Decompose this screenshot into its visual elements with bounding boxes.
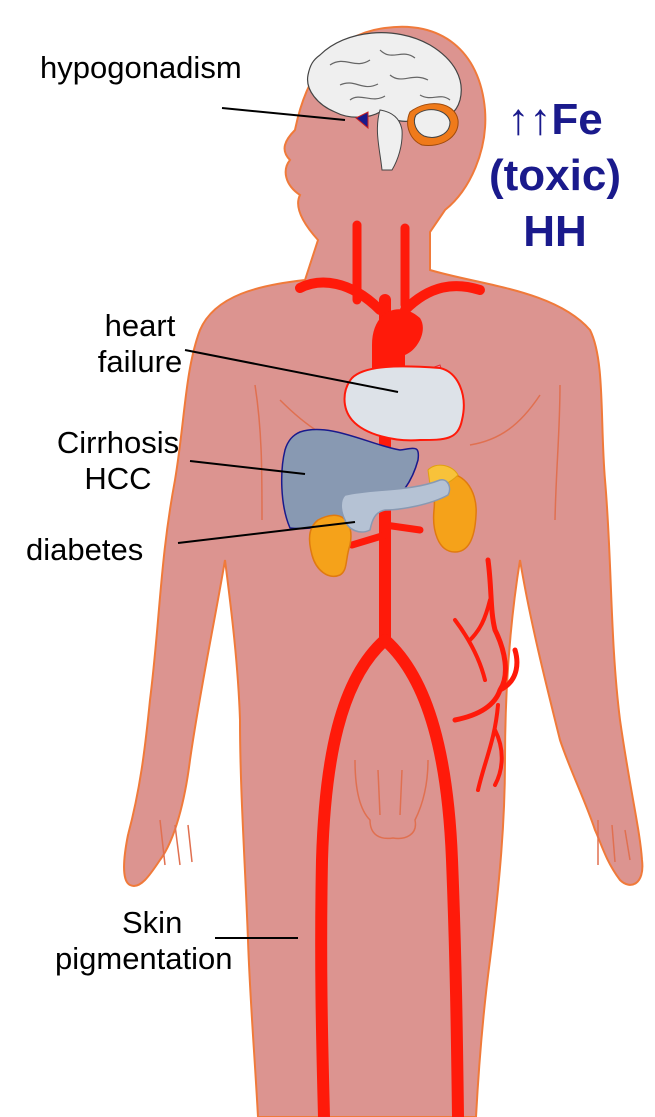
label-heart-failure: heart failure — [84, 308, 196, 380]
title-line-toxic: (toxic) — [470, 148, 640, 204]
cerebellum-inner — [414, 110, 450, 138]
label-skin-line2: pigmentation — [55, 941, 268, 977]
label-hypogonadism: hypogonadism — [40, 50, 242, 86]
label-diabetes: diabetes — [26, 532, 143, 568]
title-block: ↑↑Fe (toxic) HH — [470, 92, 640, 260]
label-cirrhosis-hcc: Cirrhosis HCC — [38, 425, 198, 497]
label-skin-line1: Skin — [60, 905, 268, 941]
label-heart-line1: heart — [84, 308, 196, 344]
label-heart-line2: failure — [84, 344, 196, 380]
label-cirrhosis-line2: HCC — [38, 461, 198, 497]
label-cirrhosis-line1: Cirrhosis — [38, 425, 198, 461]
title-line-hh: HH — [470, 204, 640, 260]
heart-organ — [345, 366, 464, 440]
title-line-fe: ↑↑Fe — [470, 92, 640, 148]
label-skin-pigmentation: Skin pigmentation — [60, 905, 268, 977]
